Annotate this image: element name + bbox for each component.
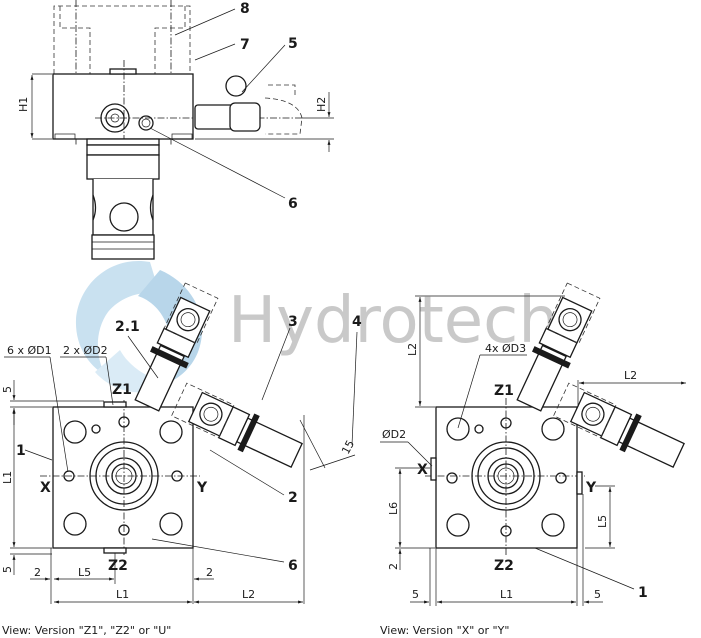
dim-l1-right: L1 — [500, 588, 513, 601]
caption-right: View: Version "X" or "Y" — [380, 624, 509, 637]
port-z1-right: Z1 — [494, 383, 514, 399]
callout-2: 2 — [288, 490, 298, 506]
dim-top-5: 5 — [1, 386, 14, 393]
dim-l2-horizontal: L2 — [624, 369, 637, 382]
callout-1-right: 1 — [638, 585, 648, 601]
port-y-right: Y — [585, 480, 597, 496]
callout-3: 3 — [288, 314, 298, 330]
top-view: H1 H2 8 7 5 6 — [17, 0, 334, 260]
dim-left-5: 5 — [412, 588, 419, 601]
hole-label-d2: 2 x ØD2 — [63, 344, 108, 357]
hole-label-d2-right: ØD2 — [382, 428, 406, 441]
left-view: 5 L1 5 2 L5 2 L1 L2 15 Z1 Z2 X Y 6 x ØD1… — [1, 282, 362, 637]
callout-7: 7 — [240, 37, 250, 53]
dim-l5-right: L5 — [596, 515, 609, 528]
dim-l5: L5 — [78, 566, 91, 579]
callout-6-bottom: 6 — [288, 558, 298, 574]
callout-5: 5 — [288, 36, 298, 52]
port-x-right: X — [417, 462, 428, 478]
dim-h1: H1 — [17, 97, 30, 112]
port-x: X — [40, 480, 51, 496]
hole-label-d1: 6 x ØD1 — [7, 344, 52, 357]
dim-h2: H2 — [315, 97, 328, 112]
port-y: Y — [196, 480, 208, 496]
dim-15: 15 — [339, 438, 357, 456]
dim-l2: L2 — [242, 588, 255, 601]
callout-6: 6 — [288, 196, 298, 212]
port-z2-right: Z2 — [494, 558, 514, 574]
dim-left-2: 2 — [34, 566, 41, 579]
dim-l1-horizontal: L1 — [116, 588, 129, 601]
callout-8: 8 — [240, 1, 250, 17]
dim-bottom-5: 5 — [1, 566, 14, 573]
dim-right-2: 2 — [206, 566, 213, 579]
dim-bottom-2: 2 — [387, 563, 400, 570]
callout-2-1: 2.1 — [115, 319, 140, 335]
right-view: L2 L2 L6 2 L5 5 L1 5 Z1 Z2 X Y 4x ØD3 ØD… — [380, 282, 686, 637]
callout-4: 4 — [352, 314, 362, 330]
callout-1: 1 — [16, 443, 26, 459]
caption-left: View: Version "Z1", "Z2" or "U" — [2, 624, 171, 637]
dim-l6: L6 — [387, 502, 400, 515]
port-z1: Z1 — [112, 382, 132, 398]
dim-l2-vertical: L2 — [406, 343, 419, 356]
dim-right-5: 5 — [594, 588, 601, 601]
hole-label-d3: 4x ØD3 — [485, 342, 526, 355]
dim-l1-vertical: L1 — [1, 471, 14, 484]
port-z2: Z2 — [108, 558, 128, 574]
